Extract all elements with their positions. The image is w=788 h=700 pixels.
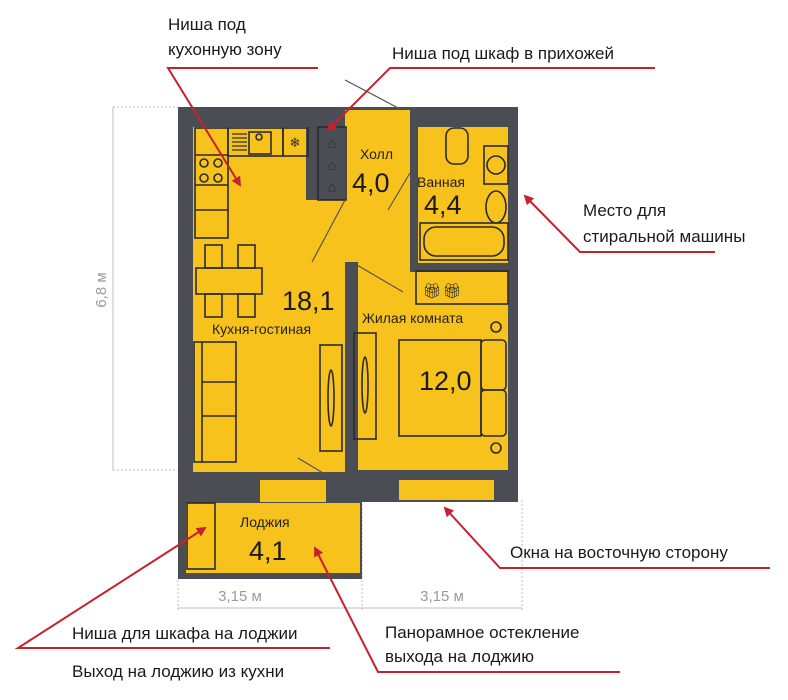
hall-wardrobe-label: Ниша под шкаф в прихожей [392,44,614,63]
kitchen-niche-label-1: Ниша под [168,15,246,34]
loggia-exit-label: Выход на лоджию из кухни [72,662,284,681]
bathroom [418,127,508,263]
dining-table [195,244,263,318]
panoramic-glazing-label-2: выхода на лоджию [385,647,534,666]
width-left-label: 3,15 м [218,588,262,605]
tv-stand-bedroom [353,332,377,440]
bedroom-wardrobe: 🎁︎ 🎁︎ [415,270,509,305]
kitchen-living-name: Кухня-гостиная [212,321,311,337]
door-swing [356,264,404,293]
bedroom [358,272,508,470]
bedroom-window [399,480,494,500]
bedroom-area: 12,0 [419,366,472,396]
hall-name: Холл [360,146,393,162]
bathtub [419,222,509,261]
east-windows-label: Окна на восточную сторону [510,543,728,562]
bed [398,321,507,454]
width-right-label: 3,15 м [420,588,464,605]
entrance-door-swing [344,79,403,111]
hanger-icon: ⌂ [328,157,336,173]
loggia-area: 4,1 [249,536,287,566]
hall-bath-wall [410,127,418,213]
furniture: ❄ ⌂ ⌂ ⌂ [186,79,509,570]
gift-icon: 🎁︎ [422,282,441,300]
fridge [282,127,309,157]
loggia-cabinet [186,502,216,570]
bathroom-area: 4,4 [424,190,462,220]
sink-icon [248,131,272,155]
hanger-icon: ⌂ [328,179,336,195]
snowflake-icon: ❄ [290,135,301,150]
bedroom-hall-link [358,258,410,274]
loggia-wardrobe-label: Ниша для шкафа на лоджии [72,624,297,643]
sofa [193,341,237,463]
washing-machine-label-1: Место для [583,201,666,220]
height-dimension-label: 6,8 м [93,272,110,307]
drainer-icon [232,133,247,151]
bathroom-fixtures [419,127,509,261]
loggia-name: Лоджия [240,514,290,530]
gift-icon: 🎁︎ [442,282,461,300]
washing-machine-label-2: стиральной машины [583,227,745,246]
kitchen-living-area: 18,1 [282,286,335,316]
kitchen-counter [194,127,229,239]
door-swing [311,199,346,263]
hall-area: 4,0 [352,168,390,198]
kitchen-niche-label-2: кухонную зону [168,40,282,59]
tv-stand-kitchen [319,344,343,452]
bathroom-name: Ванная [417,174,465,190]
washing-machine [483,145,509,185]
kitchen-window [260,480,326,502]
kitchen-bedroom-wall [345,262,358,472]
bedroom-name: Жилая комната [362,310,463,326]
door-swing [387,172,411,211]
hall-wardrobe-wall [306,127,345,200]
hanger-icon: ⌂ [328,135,336,151]
panoramic-glazing-label-1: Панорамное остекление [385,623,579,642]
door-swing [297,457,329,477]
annotation-arrows [14,67,770,673]
hall-passage [345,200,359,263]
toilet [445,127,469,165]
